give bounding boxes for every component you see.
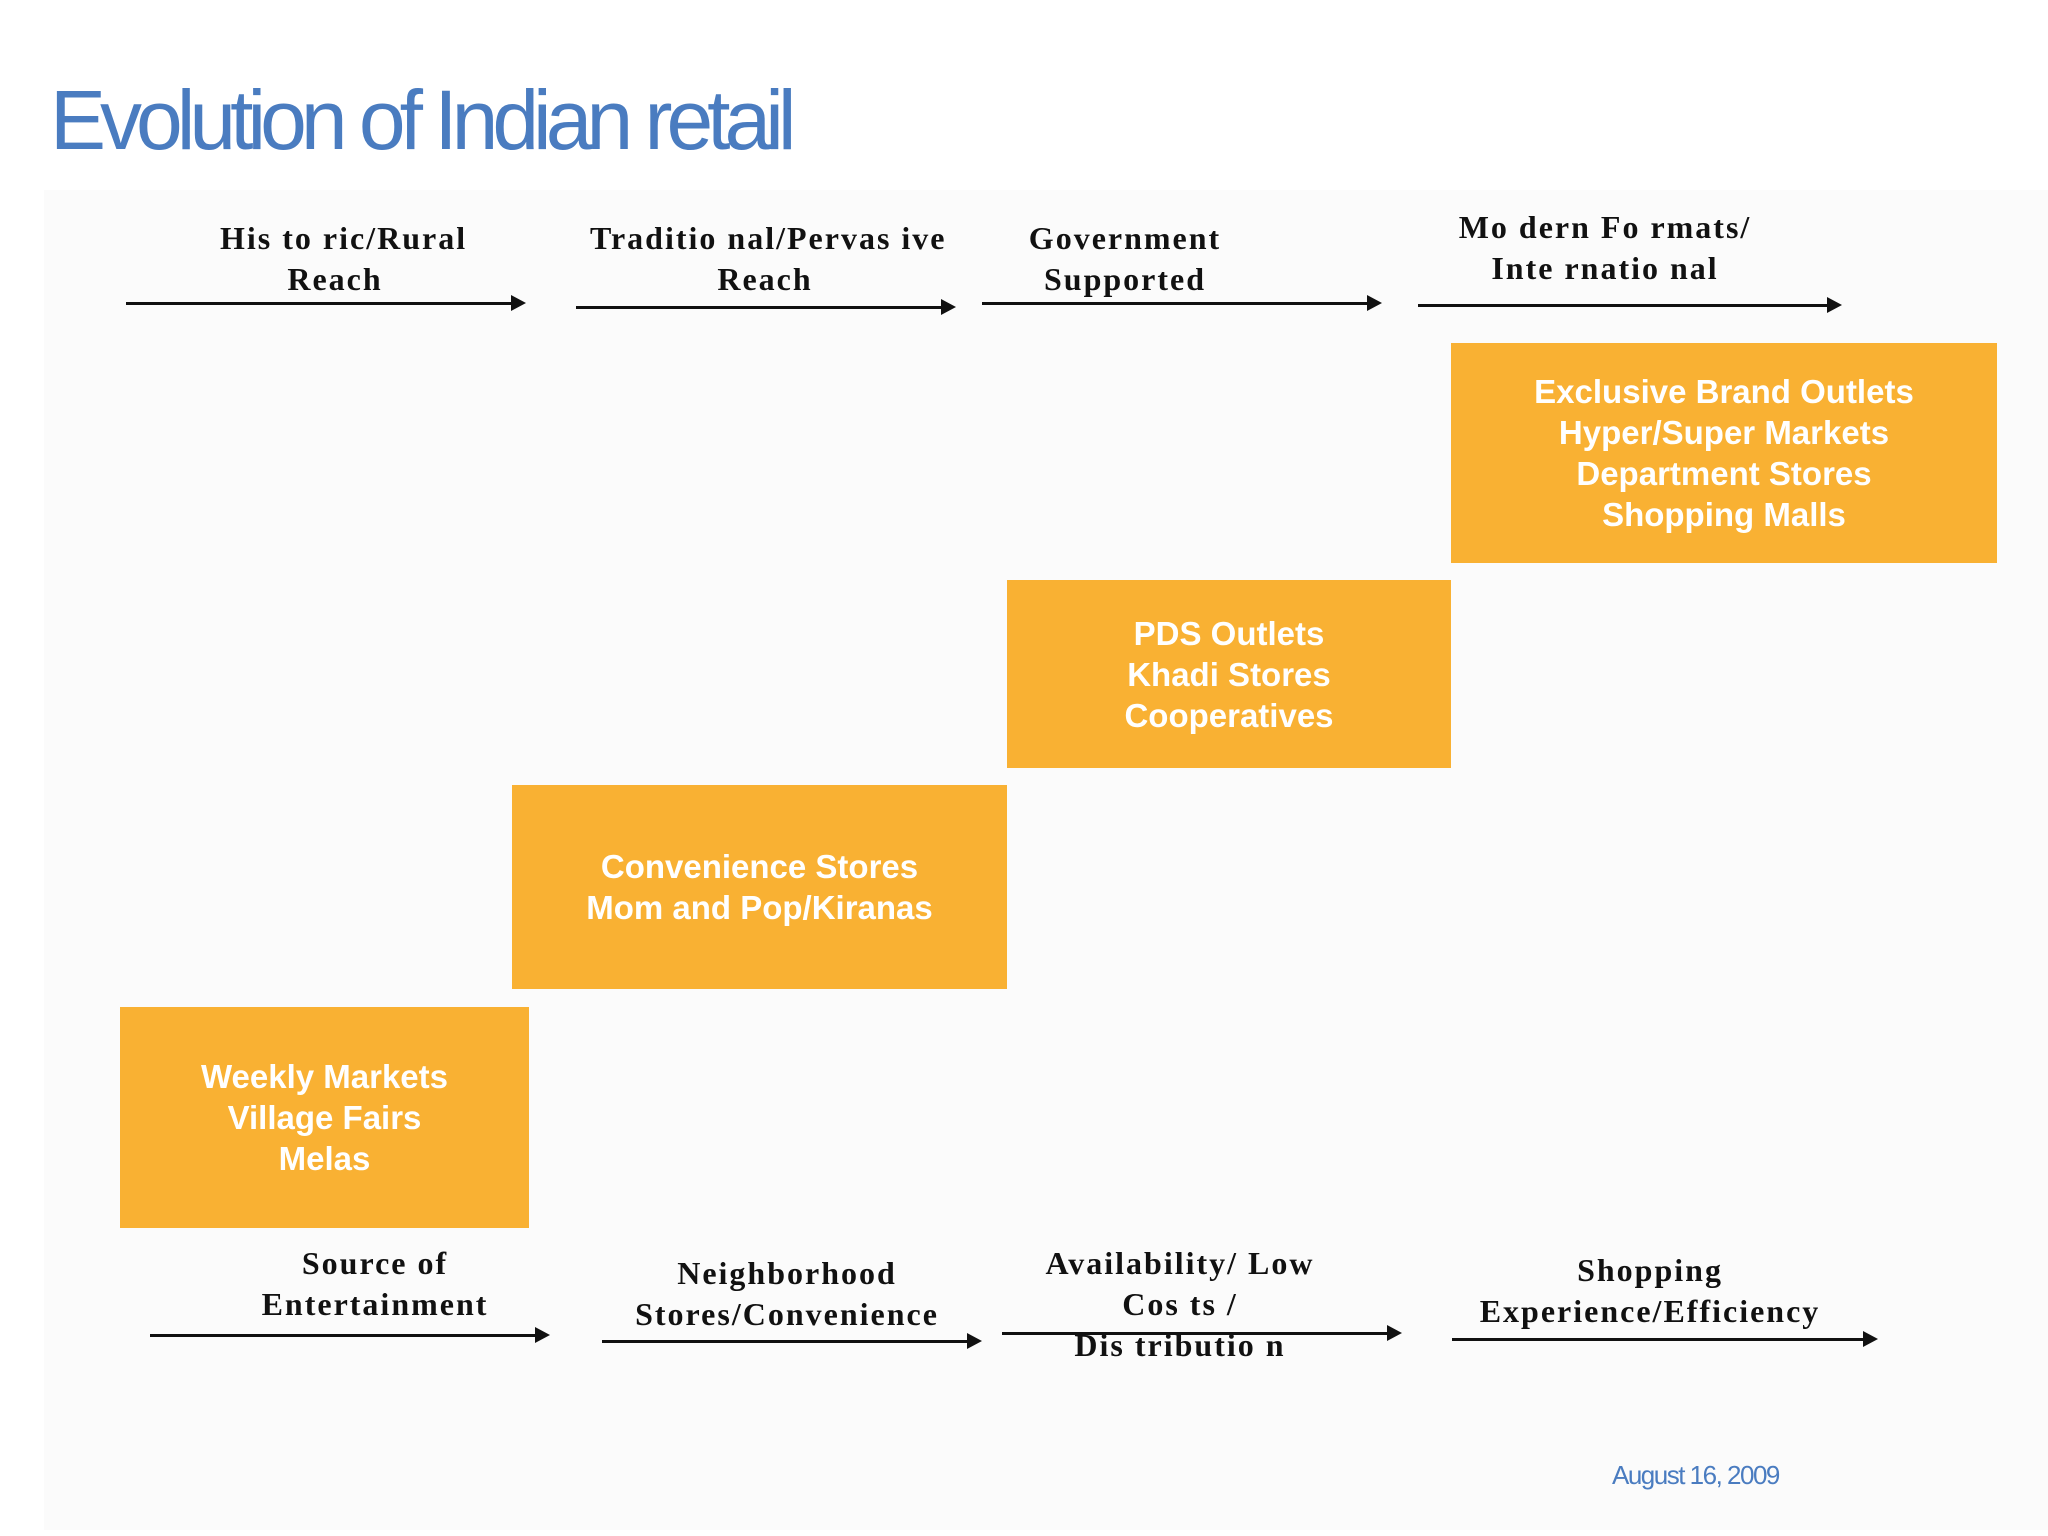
stage-label-historic-rural: His to ric/Rural Reach: [220, 218, 468, 300]
box-line: Hyper/Super Markets: [1558, 414, 1890, 451]
box-pds-outlets: PDS Outlets Khadi Stores Cooperatives: [1007, 580, 1451, 768]
label-line: Reach: [717, 261, 813, 297]
label-line: Inte rnatio nal: [1491, 250, 1719, 286]
label-line: Availability/ Low: [1045, 1245, 1315, 1281]
box-line: Shopping Malls: [1602, 496, 1846, 533]
label-line: Reach: [287, 261, 383, 297]
box-line: Khadi Stores: [1127, 655, 1331, 693]
box-line: Weekly Markets: [200, 1058, 449, 1095]
label-line: His to ric/Rural: [220, 220, 468, 256]
box-exclusive-brand-outlets: Exclusive Brand Outlets Hyper/Super Mark…: [1451, 343, 1997, 563]
driver-label-neighborhood: Neighborhood Stores/Convenience: [620, 1253, 954, 1335]
label-line: Experience/Efficiency: [1479, 1293, 1821, 1329]
label-line: Cos ts /: [1122, 1286, 1238, 1322]
arrow-bottom-2: [602, 1333, 982, 1349]
label-line: Neighborhood: [677, 1255, 897, 1291]
label-line: Shopping: [1577, 1252, 1723, 1288]
arrow-bottom-3: [1002, 1325, 1402, 1341]
box-weekly-markets: Weekly Markets Village Fairs Melas: [120, 1007, 529, 1228]
box-line: Convenience Stores: [600, 848, 919, 885]
box-line: Melas: [278, 1140, 371, 1177]
stage-label-government: Government Supported: [1010, 218, 1240, 300]
label-line: Supported: [1043, 261, 1207, 297]
label-line: Source of: [301, 1245, 449, 1281]
label-line: Mo dern Fo rmats/: [1458, 209, 1752, 245]
label-line: Traditio nal/Pervas ive: [590, 220, 947, 256]
arrow-top-4: [1418, 297, 1842, 313]
arrow-top-1: [126, 295, 526, 311]
box-line: Mom and Pop/Kiranas: [586, 889, 933, 926]
box-line: Cooperatives: [1124, 696, 1334, 734]
box-convenience-stores: Convenience Stores Mom and Pop/Kiranas: [512, 785, 1007, 989]
box-line: Department Stores: [1576, 455, 1872, 492]
driver-label-shopping-experience: Shopping Experience/Efficiency: [1470, 1250, 1830, 1332]
driver-label-entertainment: Source of Entertainment: [250, 1243, 500, 1325]
arrow-bottom-1: [150, 1327, 550, 1343]
box-line: Village Fairs: [227, 1099, 422, 1136]
driver-label-availability: Availability/ Low Cos ts / Dis tributio …: [1030, 1243, 1330, 1366]
stage-label-modern-formats: Mo dern Fo rmats/ Inte rnatio nal: [1450, 207, 1760, 289]
arrow-bottom-4: [1452, 1331, 1878, 1347]
label-line: Stores/Convenience: [635, 1296, 939, 1332]
label-line: Government: [1028, 220, 1222, 256]
arrow-top-3: [982, 295, 1382, 311]
slide-date: August 16, 2009: [1612, 1460, 1780, 1490]
box-line: PDS Outlets: [1133, 614, 1325, 652]
slide-title: Evolution of Indian retail: [50, 73, 797, 167]
arrow-top-2: [576, 299, 956, 315]
stage-label-traditional-pervasive: Traditio nal/Pervas ive Reach: [590, 218, 947, 300]
label-line: Entertainment: [261, 1286, 489, 1322]
box-line: Exclusive Brand Outlets: [1534, 373, 1914, 410]
